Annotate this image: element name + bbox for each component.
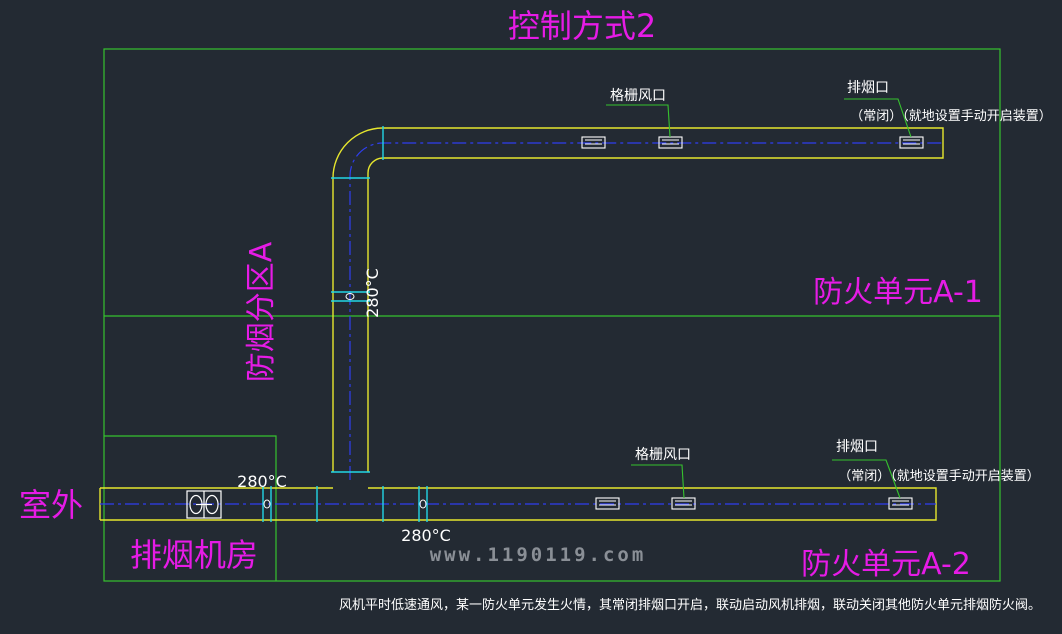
exhaust-outlet: [899, 136, 924, 149]
fire-damper-bottom: [418, 486, 428, 522]
grille-outlet: [581, 136, 606, 149]
grille-outlet: [595, 497, 620, 510]
upper-exhaust-label: 排烟口: [847, 80, 889, 96]
fan-room-label: 排烟机房: [130, 536, 258, 574]
outer-frame: [103, 48, 1001, 582]
fire-damper-vertical: [331, 291, 370, 302]
grille-outlets-upper: [581, 136, 924, 149]
watermark: www.1190119.com: [430, 544, 647, 566]
fire-unit-a1-label: 防火单元A-1: [813, 275, 983, 310]
damper-temp-bottom: 280°C: [401, 526, 451, 545]
upper-exhaust-note: （常闭）（就地设置手动开启装置）: [850, 109, 1052, 124]
damper-temp-vertical: 280°C: [363, 268, 382, 318]
damper-temp-left: 280°C: [237, 472, 287, 491]
leader-lines: [606, 98, 912, 499]
lower-duct: [100, 487, 937, 521]
duct-flanges: [316, 126, 384, 522]
lower-grille-label: 格栅风口: [635, 447, 691, 463]
fan-room-box: [104, 435, 277, 581]
exhaust-outlet: [888, 497, 913, 510]
fire-damper-left: [262, 486, 272, 522]
description-text: 风机平时低速通风，某一防火单元发生火情，其常闭排烟口开启，联动启动风机排烟，联动…: [339, 597, 1041, 613]
grille-outlet: [658, 136, 683, 149]
exhaust-fan-icon: [186, 490, 222, 519]
leader-upper-exhaust: [844, 98, 912, 138]
leader-upper-grille: [606, 104, 671, 138]
lower-exhaust-label: 排烟口: [836, 439, 878, 455]
lower-exhaust-note: （常闭）（就地设置手动开启装置）: [838, 469, 1040, 484]
upper-duct-centerline: [349, 142, 943, 480]
upper-duct: [332, 127, 944, 472]
outdoor-label: 室外: [19, 486, 83, 524]
upper-grille-label: 格栅风口: [610, 88, 666, 104]
grille-outlets-lower: [595, 497, 913, 510]
diagram-title: 控制方式2: [508, 7, 656, 45]
leader-lower-exhaust: [832, 459, 901, 499]
fire-unit-a2-label: 防火单元A-2: [801, 547, 971, 582]
leader-lower-grille: [631, 464, 685, 499]
smoke-zone-label: 防烟分区A: [244, 241, 279, 382]
